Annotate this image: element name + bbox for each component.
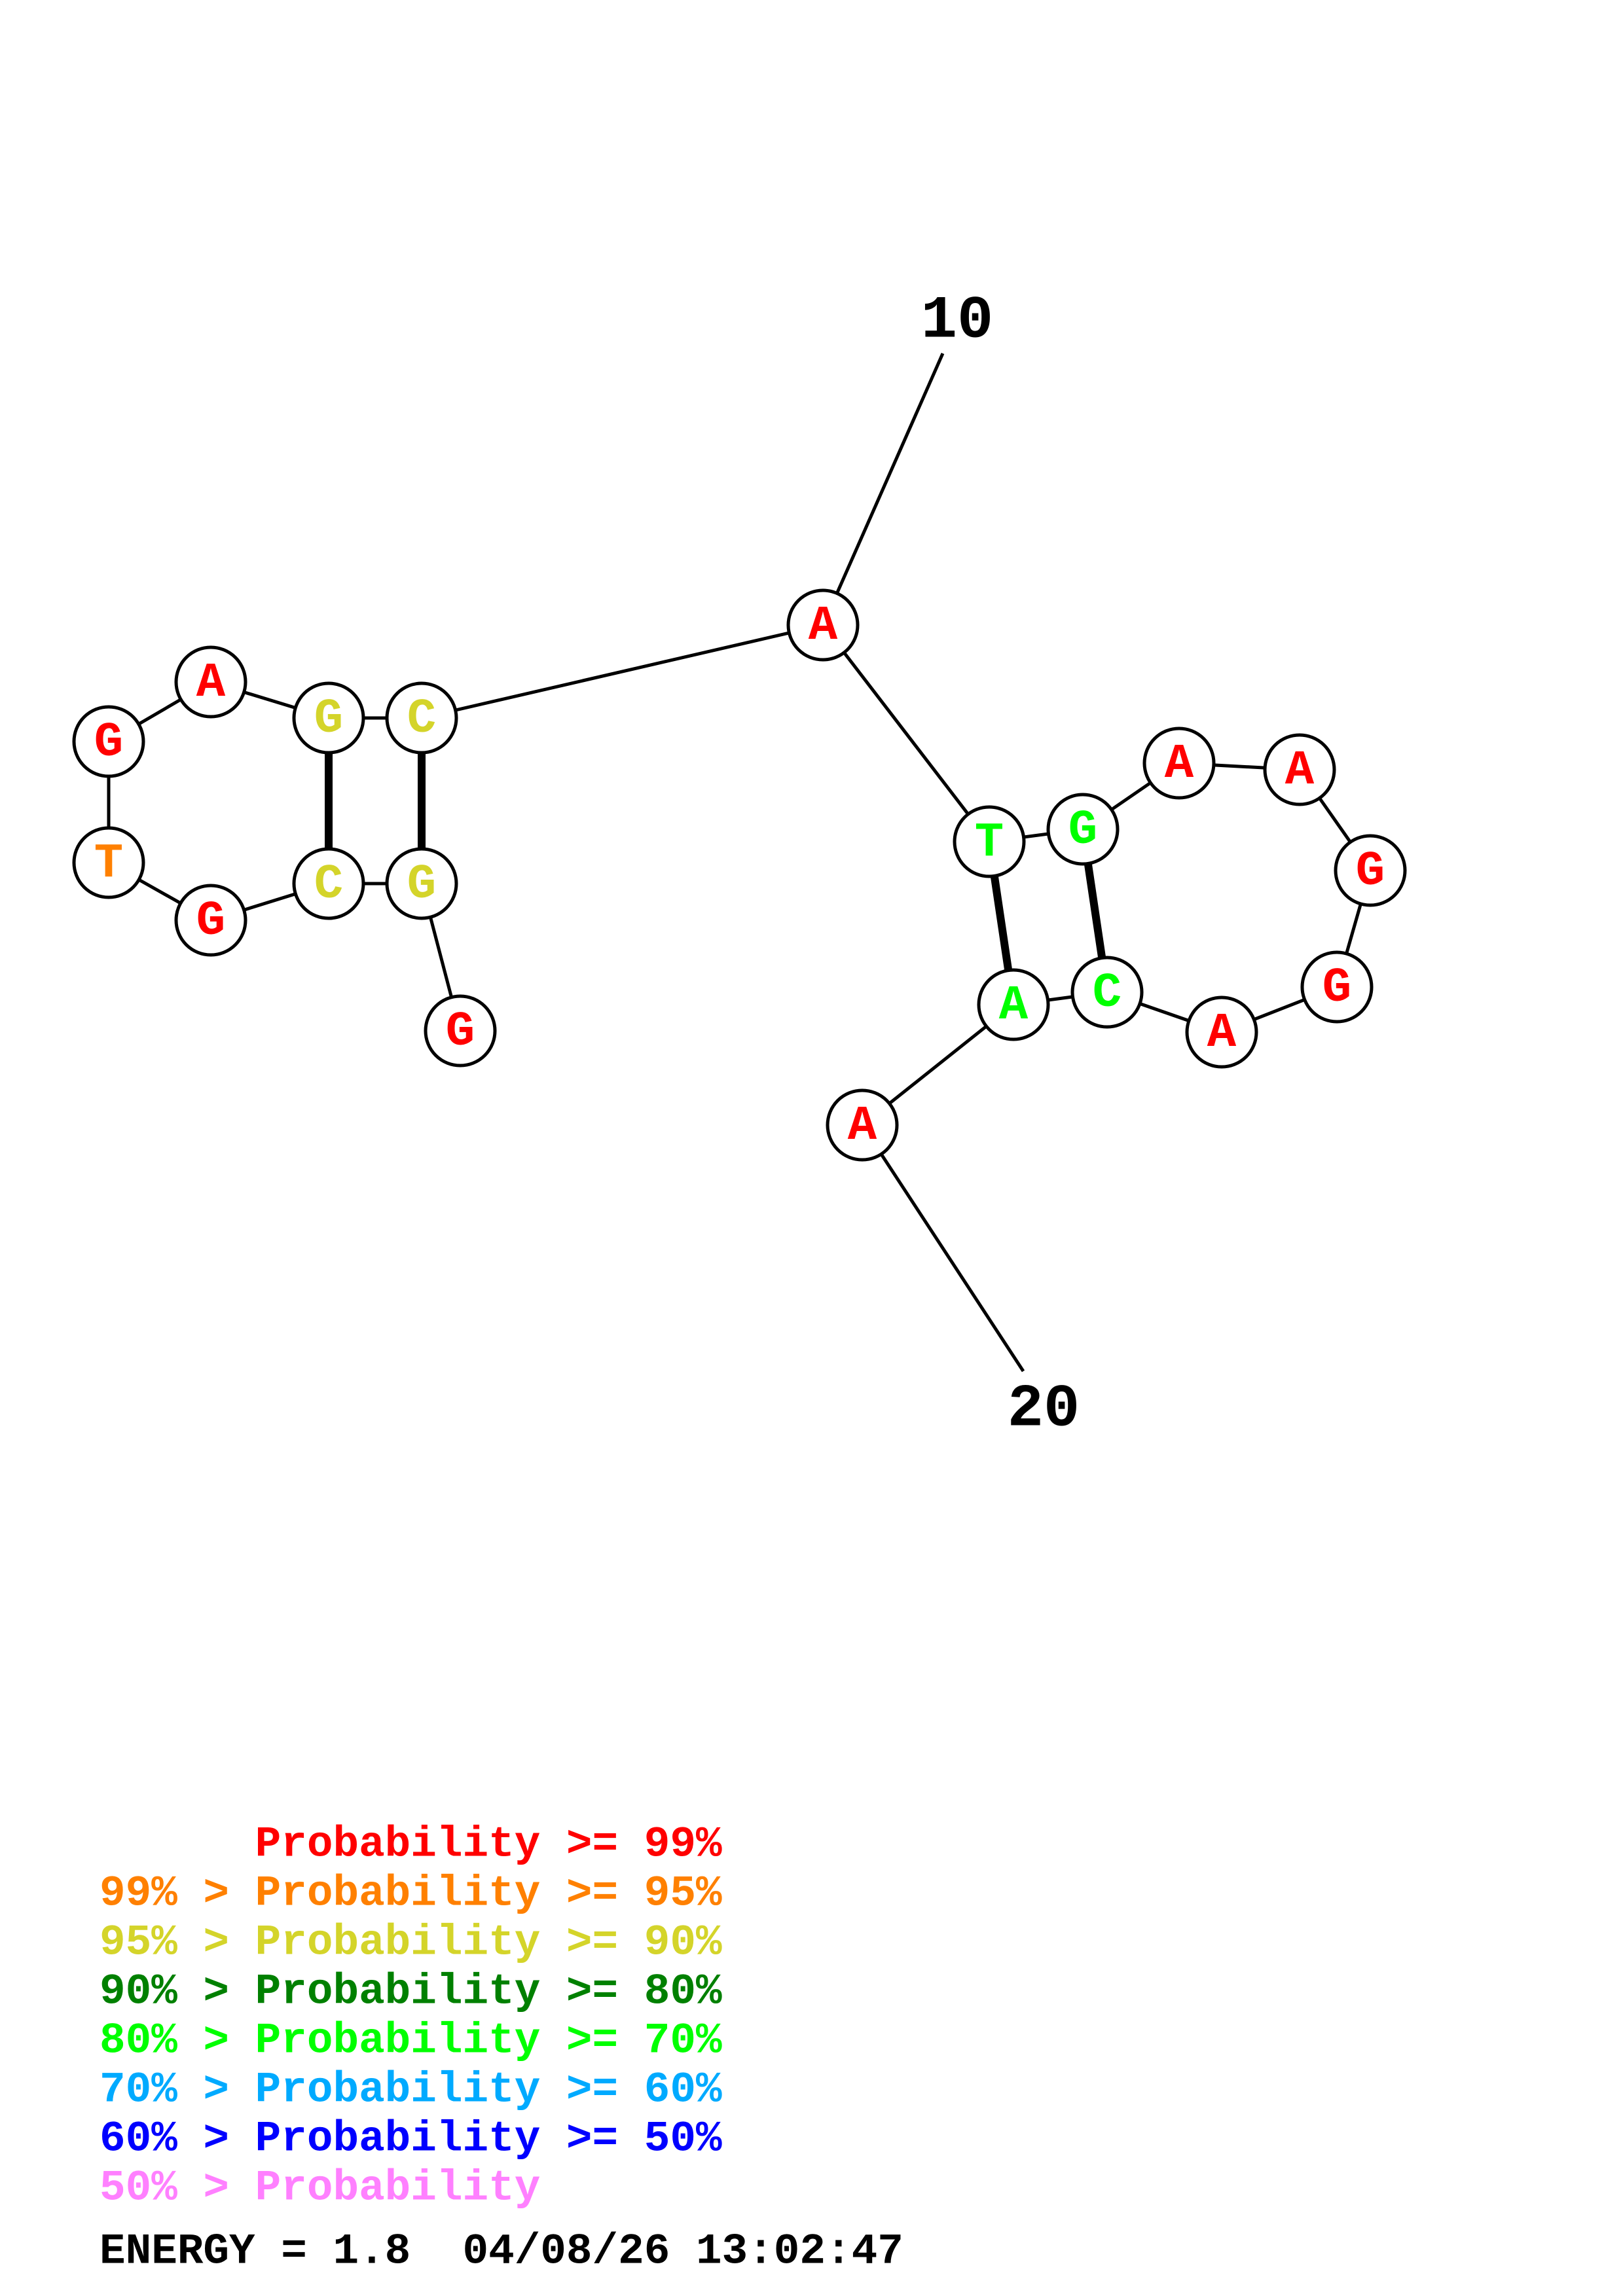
backbone-bond bbox=[822, 624, 991, 843]
nucleotide-circle bbox=[1142, 726, 1216, 800]
nucleotide-circle bbox=[1046, 793, 1120, 866]
position-label-20: 20 bbox=[1008, 1375, 1080, 1444]
nucleotide-7: A bbox=[174, 645, 247, 719]
nucleotide-circle bbox=[1263, 733, 1336, 806]
legend-row-p60: 70% > Probability >= 60% bbox=[100, 2066, 722, 2115]
nucleotide-circle bbox=[385, 847, 458, 920]
nucleotide-13: A bbox=[1142, 726, 1216, 800]
nucleotide-letter: A bbox=[1165, 737, 1194, 792]
nucleotide-letter: G bbox=[314, 692, 343, 747]
legend-row-plow: 50% > Probability bbox=[100, 2164, 540, 2213]
nucleotide-6: G bbox=[72, 705, 145, 778]
nucleotide-4: G bbox=[174, 884, 247, 957]
energy-footer: ENERGY = 1.8 04/08/26 13:02:47 bbox=[100, 2227, 903, 2276]
nucleotide-9: C bbox=[385, 681, 458, 755]
nucleotide-circle bbox=[977, 968, 1050, 1041]
nucleotide-circle bbox=[1300, 950, 1374, 1024]
nucleotide-circle bbox=[1185, 996, 1258, 1069]
position-label-tick bbox=[821, 352, 945, 626]
legend-row-p95: 99% > Probability >= 95% bbox=[100, 1869, 722, 1918]
legend-row-p99: Probability >= 99% bbox=[100, 1820, 722, 1869]
nucleotide-circle bbox=[1070, 956, 1144, 1029]
nucleotide-16: G bbox=[1300, 950, 1374, 1024]
nucleotide-8: G bbox=[292, 681, 365, 755]
nucleotide-18: C bbox=[1070, 956, 1144, 1029]
nucleotide-5: T bbox=[72, 826, 145, 899]
legend-row-p80: 90% > Probability >= 80% bbox=[100, 1967, 722, 2017]
position-label-tick bbox=[860, 1124, 1025, 1372]
nucleotide-15: G bbox=[1334, 834, 1407, 907]
nucleotide-circle bbox=[385, 681, 458, 755]
nucleotide-circle bbox=[72, 826, 145, 899]
nucleotide-11: T bbox=[953, 805, 1026, 878]
nucleotide-letter: A bbox=[196, 656, 226, 711]
legend-row-p90: 95% > Probability >= 90% bbox=[100, 1918, 722, 1967]
nucleotide-letter: C bbox=[314, 857, 343, 912]
backbone-and-pairs bbox=[107, 352, 1372, 1372]
nucleotide-circle bbox=[786, 588, 860, 662]
nucleotide-letter: G bbox=[94, 715, 123, 770]
nucleotide-circle bbox=[953, 805, 1026, 878]
nucleotide-circle bbox=[174, 645, 247, 719]
nucleotide-letter: A bbox=[1285, 744, 1315, 798]
nucleotide-1: G bbox=[424, 994, 497, 1067]
nucleotide-letter: G bbox=[1356, 844, 1385, 899]
nucleotide-letter: A bbox=[1207, 1006, 1237, 1061]
nucleotide-circle bbox=[1334, 834, 1407, 907]
legend-row-p70: 80% > Probability >= 70% bbox=[100, 2017, 722, 2066]
nucleotide-19: A bbox=[977, 968, 1050, 1041]
nucleotide-letter: C bbox=[1093, 966, 1122, 1021]
nucleotide-letter: C bbox=[407, 692, 436, 747]
nucleotide-12: G bbox=[1046, 793, 1120, 866]
nucleotide-letter: T bbox=[94, 836, 123, 891]
backbone-bond bbox=[421, 623, 824, 720]
probability-legend: Probability >= 99%99% > Probability >= 9… bbox=[100, 1820, 722, 2213]
position-label-10: 10 bbox=[921, 287, 993, 355]
nucleotide-3: C bbox=[292, 847, 365, 920]
nucleotide-letter: G bbox=[196, 894, 225, 949]
nucleotide-letter: A bbox=[848, 1099, 877, 1154]
nucleotide-circle bbox=[292, 847, 365, 920]
position-labels: 10 20 bbox=[921, 287, 1080, 1444]
nucleotide-letter: A bbox=[999, 978, 1029, 1033]
nucleotide-letter: A bbox=[809, 599, 838, 654]
nucleotide-circle bbox=[72, 705, 145, 778]
nucleotide-letter: T bbox=[975, 816, 1004, 870]
nucleotide-circle bbox=[292, 681, 365, 755]
nucleotide-10: A bbox=[786, 588, 860, 662]
nucleotide-letter: G bbox=[1322, 961, 1351, 1016]
legend-row-p50: 60% > Probability >= 50% bbox=[100, 2115, 722, 2164]
nucleotide-14: A bbox=[1263, 733, 1336, 806]
nucleotide-letter: G bbox=[446, 1005, 475, 1060]
nucleotide-17: A bbox=[1185, 996, 1258, 1069]
nucleotide-letter: G bbox=[1068, 803, 1097, 858]
nucleotide-circle bbox=[424, 994, 497, 1067]
nucleotide-2: G bbox=[385, 847, 458, 920]
nucleotide-circle bbox=[174, 884, 247, 957]
nucleotide-letter: G bbox=[407, 857, 436, 912]
nucleotide-circle bbox=[826, 1088, 899, 1162]
nucleotide-20: A bbox=[826, 1088, 899, 1162]
